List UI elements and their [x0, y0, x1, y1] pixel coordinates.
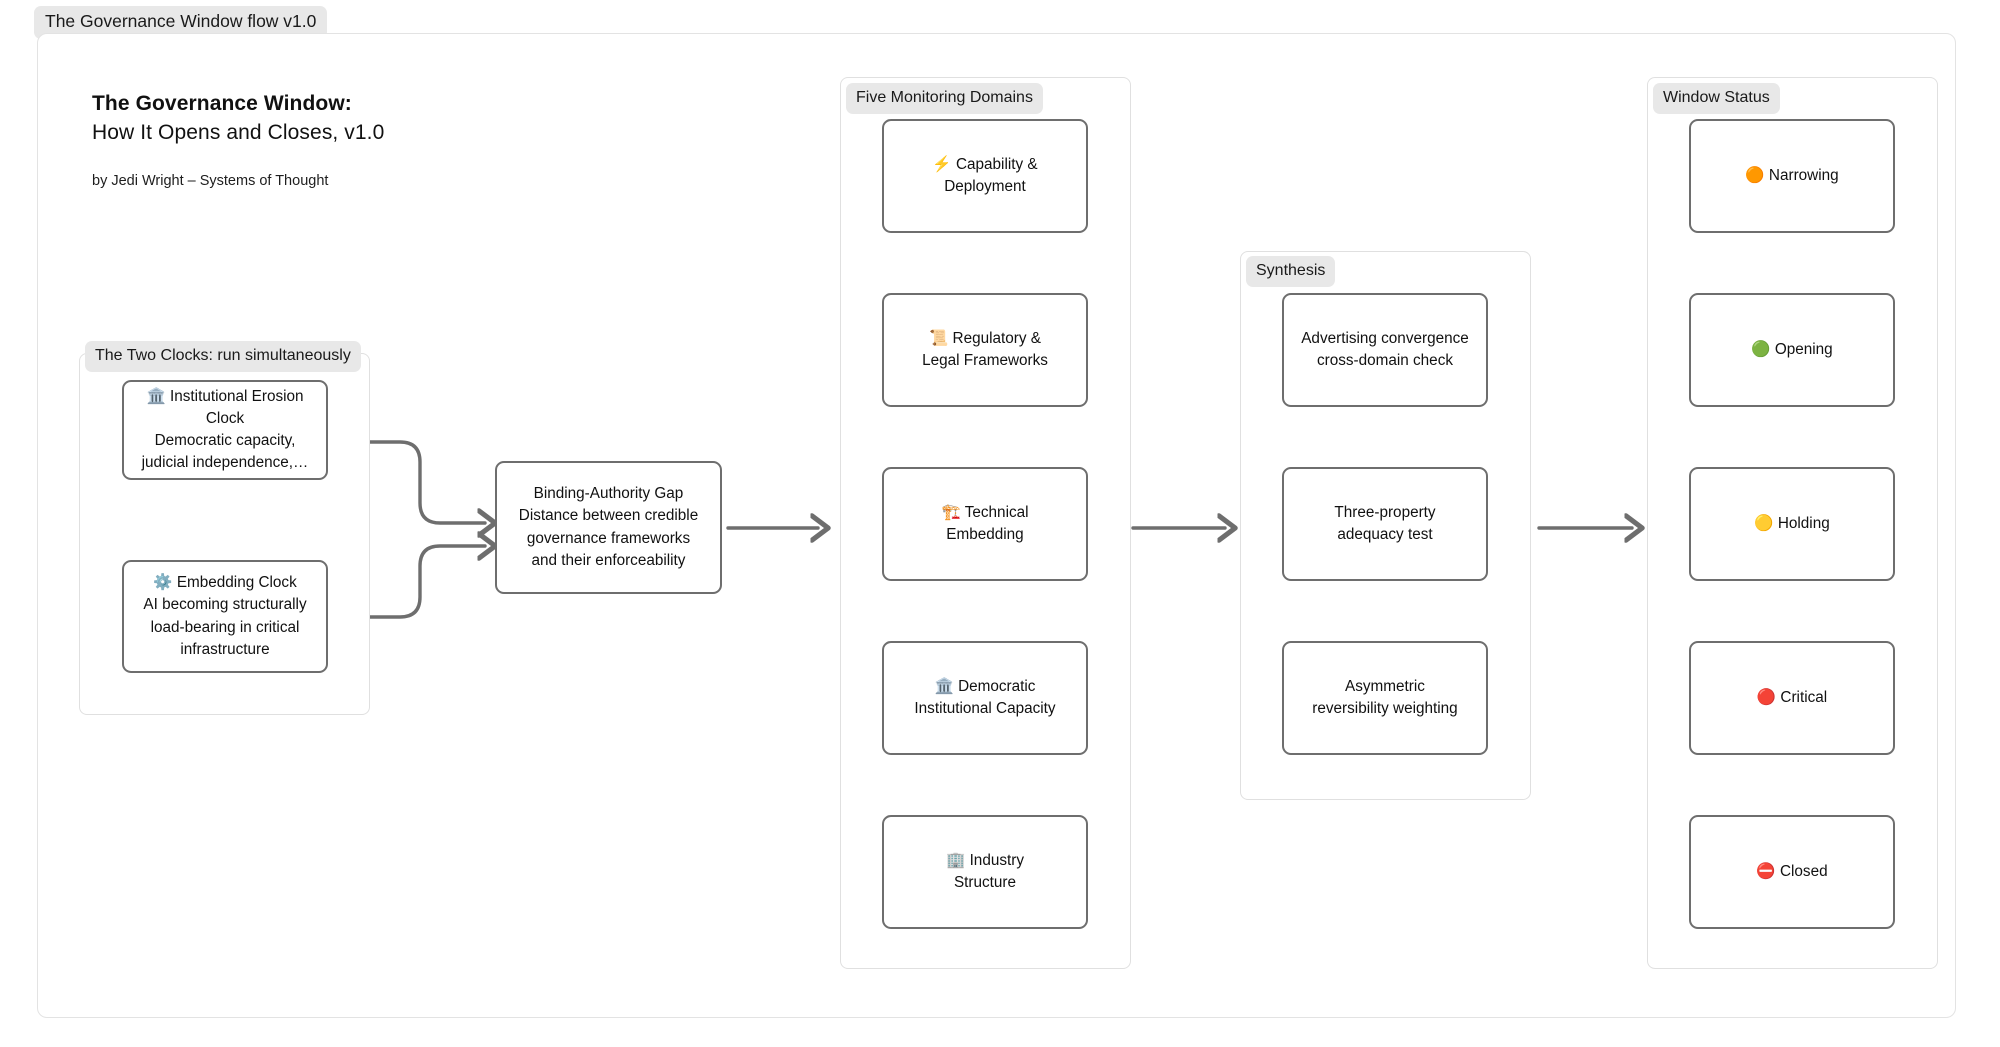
node-status-critical[interactable]: 🔴 Critical: [1689, 641, 1895, 755]
status-label-opening: Opening: [1774, 340, 1833, 358]
group-label-five-monitoring-domains: Five Monitoring Domains: [846, 83, 1043, 114]
title-line-1: The Governance Window:: [92, 92, 352, 115]
classical-building-icon: 🏛️: [146, 387, 166, 405]
node-label-capability-deployment: Capability &Deployment: [944, 155, 1038, 196]
gap-line-3: governance frameworks: [526, 529, 691, 547]
scroll-icon: 📜: [928, 329, 949, 347]
synthesis-2-line-2: adequacy test: [1337, 526, 1433, 543]
synthesis-1-line-1: Advertising convergence: [1301, 329, 1469, 347]
red-circle-icon: 🔴: [1756, 688, 1777, 706]
synthesis-2-line-1: Three-property: [1334, 503, 1436, 521]
page-title: The Governance Window: How It Opens and …: [92, 90, 384, 189]
no-entry-icon: ⛔: [1756, 862, 1776, 880]
group-label-two-clocks: The Two Clocks: run simultaneously: [85, 341, 361, 372]
node-capability-deployment[interactable]: ⚡ Capability &Deployment: [882, 119, 1088, 233]
status-label-narrowing: Narrowing: [1768, 166, 1839, 184]
lightning-bolt-icon: ⚡: [932, 155, 952, 173]
title-line-2: How It Opens and Closes, v1.0: [92, 120, 385, 144]
gap-line-4: and their enforceability: [531, 551, 686, 569]
status-label-closed: Closed: [1779, 862, 1828, 880]
yellow-circle-icon: 🟡: [1754, 514, 1774, 532]
status-label-holding: Holding: [1777, 514, 1830, 532]
node-regulatory-legal-frameworks[interactable]: 📜 Regulatory &Legal Frameworks: [882, 293, 1088, 407]
node-status-opening[interactable]: 🟢 Opening: [1689, 293, 1895, 407]
green-circle-icon: 🟢: [1751, 340, 1771, 358]
node-status-narrowing[interactable]: 🟠 Narrowing: [1689, 119, 1895, 233]
node-label-regulatory-legal-frameworks: Regulatory &Legal Frameworks: [922, 329, 1048, 370]
gear-icon: ⚙️: [153, 574, 173, 591]
status-label-critical: Critical: [1780, 688, 1828, 706]
office-building-icon: 🏢: [946, 851, 966, 869]
classical-building-icon: 🏛️: [934, 677, 954, 695]
node-binding-authority-gap[interactable]: Binding-Authority Gap Distance between c…: [495, 461, 722, 594]
node-status-closed[interactable]: ⛔ Closed: [1689, 815, 1895, 929]
node-status-holding[interactable]: 🟡 Holding: [1689, 467, 1895, 581]
byline: by Jedi Wright – Systems of Thought: [92, 172, 329, 189]
synthesis-1-line-2: cross-domain check: [1316, 352, 1453, 369]
orange-circle-icon: 🟠: [1745, 166, 1765, 184]
synthesis-3-line-2: reversibility weighting: [1312, 700, 1458, 717]
gap-line-1: Binding-Authority Gap: [533, 485, 684, 503]
gap-line-2: Distance between credible: [518, 507, 699, 525]
synthesis-3-line-1: Asymmetric: [1345, 677, 1425, 695]
construction-crane-icon: 🏗️: [941, 503, 961, 521]
group-label-synthesis: Synthesis: [1246, 256, 1336, 287]
node-asymmetric-reversibility-weighting[interactable]: Asymmetric reversibility weighting: [1282, 641, 1488, 755]
node-advertising-convergence-check[interactable]: Advertising convergence cross-domain che…: [1282, 293, 1488, 407]
node-three-property-adequacy-test[interactable]: Three-property adequacy test: [1282, 467, 1488, 581]
group-label-window-status: Window Status: [1653, 83, 1780, 114]
